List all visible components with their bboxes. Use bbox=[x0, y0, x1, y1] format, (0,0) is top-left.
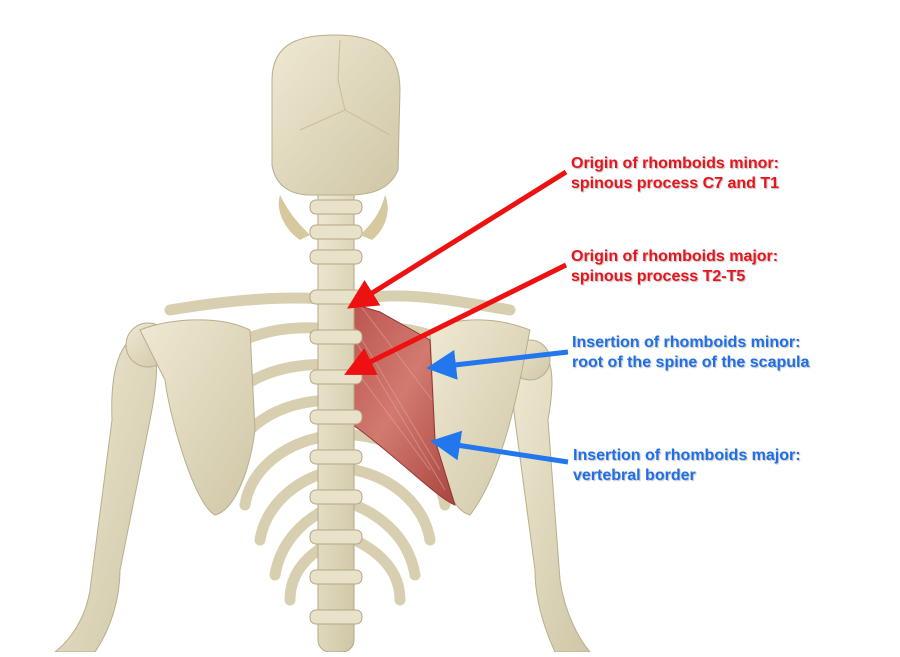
arrow-origin-minor bbox=[347, 169, 568, 309]
label-insertion-minor-title: Insertion of rhomboids minor: bbox=[572, 334, 801, 351]
arrow-origin-major bbox=[344, 262, 568, 376]
left-arm bbox=[53, 322, 171, 653]
right-arm bbox=[509, 339, 592, 653]
arrow-insertion-major bbox=[430, 430, 569, 465]
label-insertion-minor: Insertion of rhomboids minor: root of th… bbox=[572, 333, 809, 373]
arrow-insertion-minor bbox=[426, 349, 569, 380]
label-origin-minor-title: Origin of rhomboids minor: bbox=[571, 155, 779, 172]
label-origin-major-detail: spinous process T2-T5 bbox=[571, 268, 746, 285]
label-origin-minor: Origin of rhomboids minor: spinous proce… bbox=[571, 154, 779, 194]
arrows bbox=[344, 169, 569, 465]
skull bbox=[271, 34, 401, 240]
label-insertion-major-title: Insertion of rhomboids major: bbox=[573, 447, 801, 464]
spine bbox=[309, 179, 363, 653]
label-insertion-minor-detail: root of the spine of the scapula bbox=[572, 354, 810, 371]
label-origin-minor-detail: spinous process C7 and T1 bbox=[571, 175, 780, 192]
label-insertion-major: Insertion of rhomboids major: vertebral … bbox=[573, 446, 801, 486]
label-origin-major-title: Origin of rhomboids major: bbox=[571, 248, 779, 265]
label-insertion-major-detail: vertebral border bbox=[573, 467, 696, 484]
label-origin-major: Origin of rhomboids major: spinous proce… bbox=[571, 247, 778, 287]
left-scapula bbox=[139, 319, 256, 516]
